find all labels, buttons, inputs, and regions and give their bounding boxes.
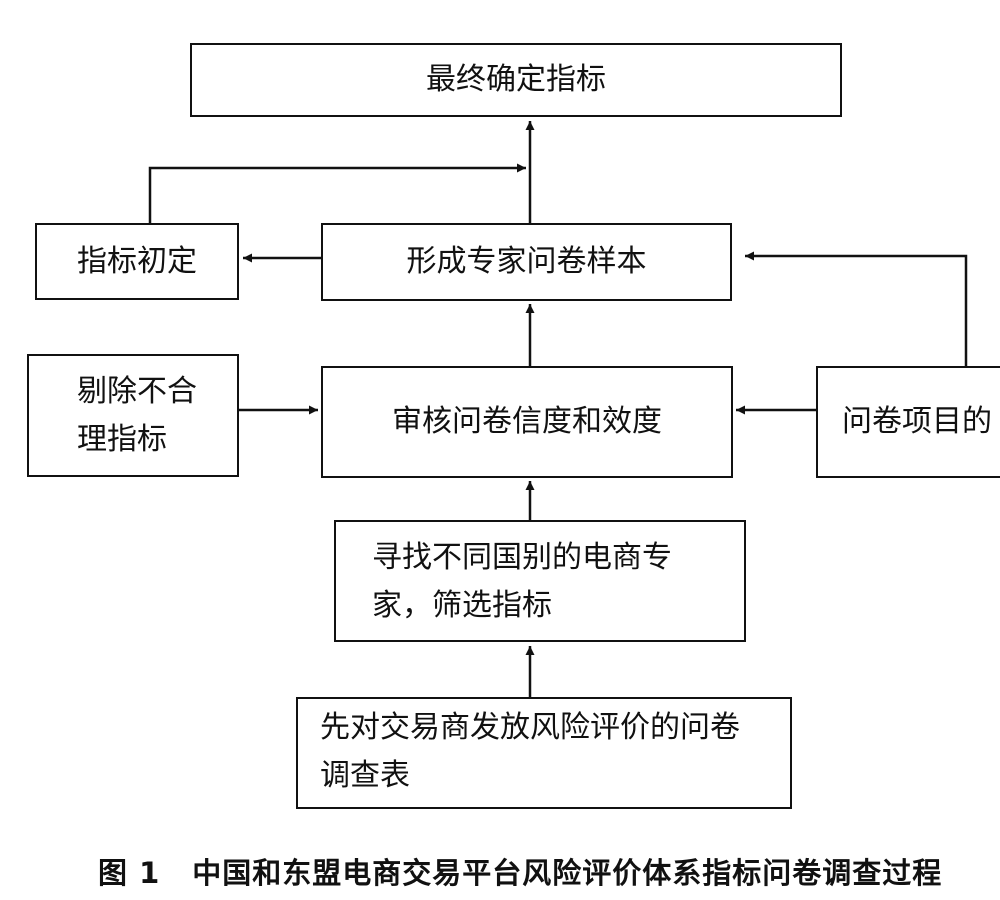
node-find-line-1: 寻找不同国别的电商专 (372, 540, 672, 575)
node-initial-label: 指标初定 (77, 243, 197, 279)
node-items-label: 问卷项目的 (842, 404, 992, 439)
node-remove-line-1: 剔除不合 (77, 374, 197, 409)
node-expert-sample: 形成专家问卷样本 (321, 223, 732, 301)
node-questionnaire-items: 问卷项目的 (816, 366, 1000, 478)
node-find-experts: 寻找不同国别的电商专 家，筛选指标 (334, 520, 746, 642)
figure-title: 中国和东盟电商交易平台风险评价体系指标问卷调查过程 (192, 856, 943, 890)
node-survey-line-1: 先对交易商发放风险评价的问卷 (320, 710, 740, 745)
node-distribute-survey: 先对交易商发放风险评价的问卷 调查表 (296, 697, 792, 809)
arrow-initial-to-final (148, 163, 526, 223)
node-find-line-2: 家，筛选指标 (372, 588, 552, 623)
figure-number: 图 1 (98, 856, 161, 890)
node-initial-indicators: 指标初定 (35, 223, 239, 300)
node-remove-unreasonable: 剔除不合 理指标 (27, 354, 239, 477)
node-review-label: 审核问卷信度和效度 (392, 404, 662, 439)
node-review-reliability: 审核问卷信度和效度 (321, 366, 733, 478)
node-sample-label: 形成专家问卷样本 (406, 244, 647, 279)
arrow-items-to-sample (745, 251, 968, 366)
figure-caption: 图 1 中国和东盟电商交易平台风险评价体系指标问卷调查过程 (98, 850, 942, 892)
node-final-indicators: 最终确定指标 (190, 43, 842, 117)
node-final-label: 最终确定指标 (426, 62, 606, 97)
node-survey-line-2: 调查表 (320, 758, 410, 793)
node-remove-line-2: 理指标 (77, 422, 167, 457)
